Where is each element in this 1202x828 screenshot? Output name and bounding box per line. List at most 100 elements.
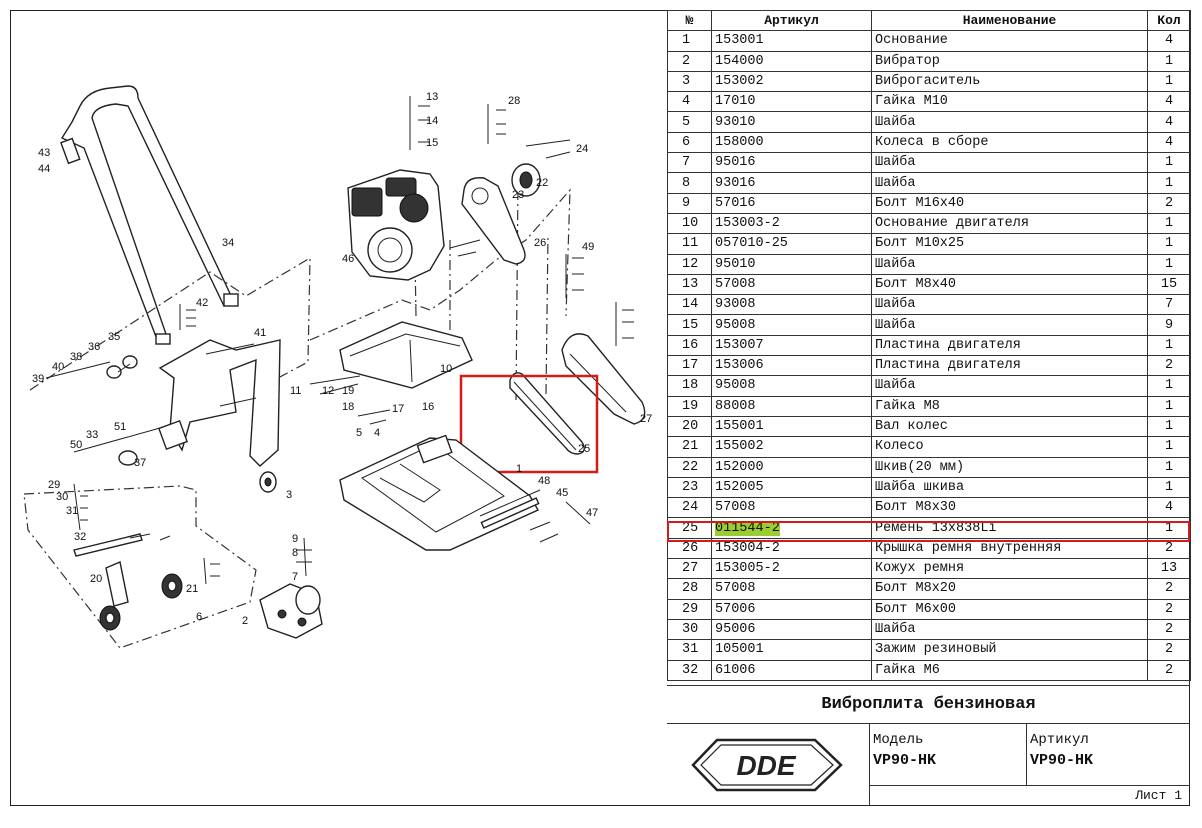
- row-article: 93008: [711, 294, 872, 316]
- row-qty: 15: [1147, 273, 1191, 296]
- row-num: 17: [667, 355, 712, 377]
- row-name: Колеса в сборе: [871, 131, 1148, 154]
- parts-table-header: № Артикул Наименование Кол: [667, 9, 1191, 32]
- row-article: 95008: [711, 314, 872, 336]
- article-label: Артикул: [1030, 732, 1089, 748]
- row-num: 15: [667, 314, 712, 336]
- row-qty: 1: [1147, 50, 1191, 72]
- label-1: 1: [516, 463, 522, 475]
- label-11: 11: [290, 385, 301, 397]
- label-5: 5: [356, 427, 362, 439]
- label-12: 12: [322, 385, 334, 397]
- label-14: 14: [426, 115, 438, 127]
- row-name: Шайба: [871, 375, 1148, 397]
- row-name: Болт М6х00: [871, 598, 1148, 620]
- label-38: 38: [70, 351, 82, 363]
- row-num: 23: [667, 476, 712, 499]
- article-cell: Артикул VP90-HK: [1027, 724, 1190, 786]
- label-7: 7: [292, 571, 298, 583]
- label-35: 35: [108, 331, 120, 343]
- row-num: 18: [667, 375, 712, 397]
- row-num: 22: [667, 456, 712, 478]
- row-qty: 4: [1147, 111, 1191, 133]
- label-31: 31: [66, 505, 78, 517]
- row-qty: 2: [1147, 578, 1191, 600]
- row-num: 5: [667, 111, 712, 133]
- row-article: 153002: [711, 70, 872, 93]
- diagram-svg: 1 2 3 4 5 6 7 8 9 10 11 12 13 14 15 16 1…: [23, 85, 652, 649]
- belt-part: [509, 372, 585, 455]
- row-name: Основание двигателя: [871, 212, 1148, 235]
- article-value: VP90-HK: [1030, 752, 1094, 769]
- row-name: Вибратор: [871, 50, 1148, 72]
- dash-outline-1: [29, 256, 311, 391]
- engine-base-part: [339, 321, 473, 389]
- row-qty: 1: [1147, 152, 1191, 174]
- row-qty: 1: [1147, 456, 1191, 478]
- dde-logo: DDE: [691, 738, 843, 792]
- label-22: 22: [536, 177, 548, 189]
- label-45: 45: [556, 487, 568, 499]
- row-name: Вал колес: [871, 415, 1148, 438]
- row-qty: 4: [1147, 91, 1191, 113]
- row-name: Болт М8х20: [871, 578, 1148, 600]
- row-name: Шайба: [871, 152, 1148, 174]
- row-qty: 1: [1147, 375, 1191, 397]
- row-article: 153005-2: [711, 558, 872, 580]
- label-51: 51: [114, 421, 126, 433]
- label-33: 33: [86, 429, 98, 441]
- row-num: 14: [667, 294, 712, 316]
- row-num: 24: [667, 497, 712, 519]
- label-8: 8: [292, 547, 298, 559]
- row-article: 011544-2: [711, 517, 872, 539]
- label-6: 6: [196, 611, 202, 623]
- row-name: Шайба: [871, 314, 1148, 336]
- sheet-number: Лист 1: [1135, 788, 1182, 803]
- rubber-mounts: [106, 355, 188, 466]
- label-43: 43: [38, 147, 50, 159]
- row-article: 153006: [711, 355, 872, 377]
- row-article: 57008: [711, 273, 872, 296]
- label-13: 13: [426, 91, 438, 103]
- row-qty: 1: [1147, 517, 1191, 539]
- row-name: Болт М10х25: [871, 233, 1148, 255]
- label-47: 47: [586, 507, 598, 519]
- row-qty: 2: [1147, 639, 1191, 661]
- row-article: 95016: [711, 152, 872, 174]
- row-num: 8: [667, 172, 712, 194]
- row-qty: 4: [1147, 497, 1191, 519]
- row-name: Болт М16х40: [871, 192, 1148, 214]
- exploded-diagram: 1 2 3 4 5 6 7 8 9 10 11 12 13 14 15 16 1…: [10, 10, 667, 806]
- row-qty: 1: [1147, 172, 1191, 194]
- label-21: 21: [186, 583, 198, 595]
- label-26: 26: [534, 237, 546, 249]
- row-qty: 1: [1147, 476, 1191, 499]
- label-40: 40: [52, 361, 64, 373]
- row-qty: 13: [1147, 558, 1191, 580]
- pulley-part: [511, 163, 541, 197]
- row-name: Пластина двигателя: [871, 355, 1148, 377]
- row-num: 12: [667, 253, 712, 275]
- handle-part: [60, 85, 239, 345]
- belt-guard-part: [561, 333, 646, 425]
- col-header-name: Наименование: [871, 9, 1148, 32]
- label-15: 15: [426, 137, 438, 149]
- row-name: Шайба: [871, 172, 1148, 194]
- base-plate-part: [339, 434, 540, 551]
- row-name: Шайба: [871, 618, 1148, 641]
- row-num: 26: [667, 537, 712, 560]
- row-article: 95006: [711, 618, 872, 641]
- row-num: 10: [667, 212, 712, 235]
- label-41: 41: [254, 327, 266, 339]
- dash-outline-3: [309, 188, 571, 341]
